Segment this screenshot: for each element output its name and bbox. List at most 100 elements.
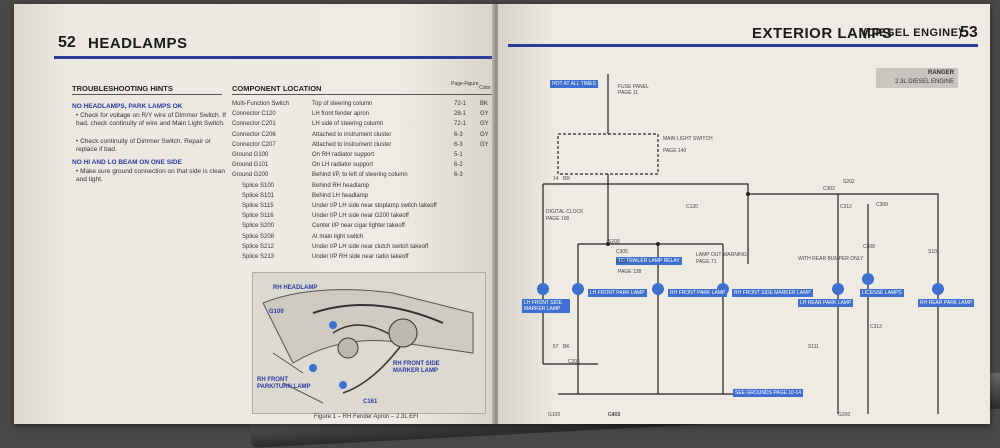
header-rule-right <box>508 44 978 47</box>
divider <box>72 94 222 95</box>
component-location: LH side of steering column <box>312 121 384 128</box>
wire-label: G200 <box>838 412 851 418</box>
component-name: Connector C206 <box>232 131 276 138</box>
figure-caption: Figure 1 – RH Fender Apron – 2.3L EFI <box>314 414 419 420</box>
component-row: Ground G101 On LH radiator support 6-2 <box>232 162 487 171</box>
component-row: Connector C207 Attached to instrument clu… <box>232 141 489 151</box>
component-location: Behind LH headlamp <box>312 192 369 199</box>
component-name: Ground G101 <box>232 162 269 169</box>
component-name: Splice S208 <box>242 233 275 240</box>
callout-c161: C161 <box>363 399 378 405</box>
component-name: Splice S116 <box>242 213 274 220</box>
component-page: 72-1 <box>454 101 467 107</box>
wire-label: 14 <box>553 176 559 182</box>
ground-note: SEE GROUNDS PAGE 10-14 <box>733 389 804 397</box>
wire-label: C206 <box>568 359 580 365</box>
component-name: Splice S212 <box>242 243 275 250</box>
lamp-license: LICENSE LAMPS <box>860 289 904 297</box>
component-page: 6-2 <box>454 162 463 169</box>
component-name: Splice S115 <box>242 203 274 209</box>
fuse-sub: PAGE 11 <box>618 90 639 96</box>
component-page: 5-1 <box>454 152 463 158</box>
wire-label: S101 <box>928 249 940 255</box>
component-location: On LH radiator support <box>312 162 374 169</box>
trailer-sub: PAGE 138 <box>618 269 642 275</box>
component-page: 6-3 <box>454 141 463 148</box>
model-badge: RANGER 2.3L DIESEL ENGINE <box>876 68 958 88</box>
wire-label: 57 <box>553 344 559 350</box>
component-row: Ground G100 On RH radiator support 5-1 <box>232 152 487 161</box>
component-name: Connector C120 <box>232 111 276 118</box>
wire-label: C313 <box>870 324 882 330</box>
component-page: 6-3 <box>454 172 463 179</box>
component-name: Splice S100 <box>242 182 275 189</box>
component-location: On RH radiator support <box>312 152 375 158</box>
troubleshooting-heading: TROUBLESHOOTING HINTS <box>72 84 173 93</box>
wire-label: C121 <box>616 259 628 265</box>
callout-g100: G100 <box>269 309 284 315</box>
component-page: 28-1 <box>454 111 467 118</box>
component-row: Ground G200 Behind I/P, to left of steeri… <box>232 172 487 181</box>
component-name: Ground G200 <box>232 172 269 179</box>
component-location: LH front fender apron <box>312 111 370 118</box>
divider <box>232 94 492 95</box>
trailer-label: TO TRAILER LAMP RELAY <box>616 257 682 265</box>
component-location: Under I/P LH side near stoplamp switch t… <box>312 203 437 209</box>
wire-label: G403 <box>608 412 621 418</box>
component-page: 72-1 <box>454 121 467 128</box>
component-location: Behind I/P, to left of steering column <box>312 172 408 179</box>
lamp-lh-rear: LH REAR PARK LAMP <box>798 299 854 307</box>
component-name: Multi-Function Switch <box>232 101 290 107</box>
component-page: 6-3 <box>454 131 463 138</box>
wire-label: S111 <box>808 344 819 350</box>
component-color: GY <box>480 131 489 138</box>
left-page: 52 HEADLAMPS TROUBLESHOOTING HINTS NO HE… <box>14 4 494 424</box>
component-name: Ground G100 <box>232 152 269 158</box>
wire-label: C308 <box>863 244 875 250</box>
component-row: Splice S116 Under I/P LH side near G200 t… <box>232 213 487 222</box>
component-name: Connector C201 <box>232 121 276 128</box>
switch-sub: PAGE 140 <box>663 148 687 154</box>
right-page: EXTERIOR LAMPS (DIESEL ENGINE) 53 RANGER… <box>498 4 990 424</box>
wire-label: S209 <box>608 239 620 245</box>
component-location: Under I/P LH side near G200 takeoff <box>312 213 409 220</box>
component-row: Connector C120 LH front fender apron 28-1 G… <box>232 111 489 120</box>
component-location: Under I/P RH side near radio takeoff <box>312 254 409 260</box>
component-location: Attached to instrument cluster <box>312 131 392 138</box>
component-row: Splice S213 Under I/P RH side near radio … <box>232 254 487 263</box>
wiring-diagram: HOT AT ALL TIMES FUSE PANEL PAGE 11 MAIN… <box>508 44 978 424</box>
hint2-text: • Make sure ground connection on that si… <box>76 168 225 183</box>
lamp-rh-rear: RH REAR PARK LAMP <box>918 299 975 307</box>
bumper-note: WITH REAR BUMPER ONLY <box>798 256 864 262</box>
col-color-header: Color <box>479 85 491 91</box>
switch-label: MAIN LIGHT SWITCH <box>663 136 713 142</box>
hot-label: HOT AT ALL TIMES <box>550 80 598 88</box>
page-title-right: EXTERIOR LAMPS <box>752 25 893 42</box>
wire-label: G100 <box>548 412 561 418</box>
wire-label: G101 <box>608 412 621 418</box>
wiring-lines <box>537 74 944 414</box>
hint1-text: • Check for voltage on R/Y wire of Dimme… <box>76 112 226 127</box>
book-gutter <box>492 4 500 424</box>
component-location: Under I/P LH side near clutch switch tak… <box>312 243 429 250</box>
component-color: GY <box>480 111 489 118</box>
page-subtitle-right: (DIESEL ENGINE) <box>863 27 963 39</box>
component-color: GY <box>480 141 489 148</box>
component-location: Attached to instrument cluster <box>312 141 392 148</box>
warning-sub: PAGE 71 <box>696 259 717 265</box>
lamp-rh-park: RH FRONT PARK LAMP <box>668 289 728 297</box>
component-name: Splice S213 <box>242 254 275 260</box>
wire-label: C120 <box>686 204 698 210</box>
component-location: At main light switch <box>312 233 364 240</box>
page-number-right: 53 <box>960 24 978 41</box>
hint1-text2: • Check continuity of Dimmer Switch. Rep… <box>76 138 211 153</box>
manual-spread: 52 HEADLAMPS TROUBLESHOOTING HINTS NO HE… <box>14 4 990 424</box>
components-heading: COMPONENT LOCATION <box>232 84 322 93</box>
callout-park-turn: RH FRONT PARK/TURN LAMP <box>257 377 311 390</box>
component-name: Connector C207 <box>232 141 276 148</box>
wire-label: C312 <box>840 204 852 210</box>
warning-label: LAMP OUT WARNING <box>696 252 747 258</box>
